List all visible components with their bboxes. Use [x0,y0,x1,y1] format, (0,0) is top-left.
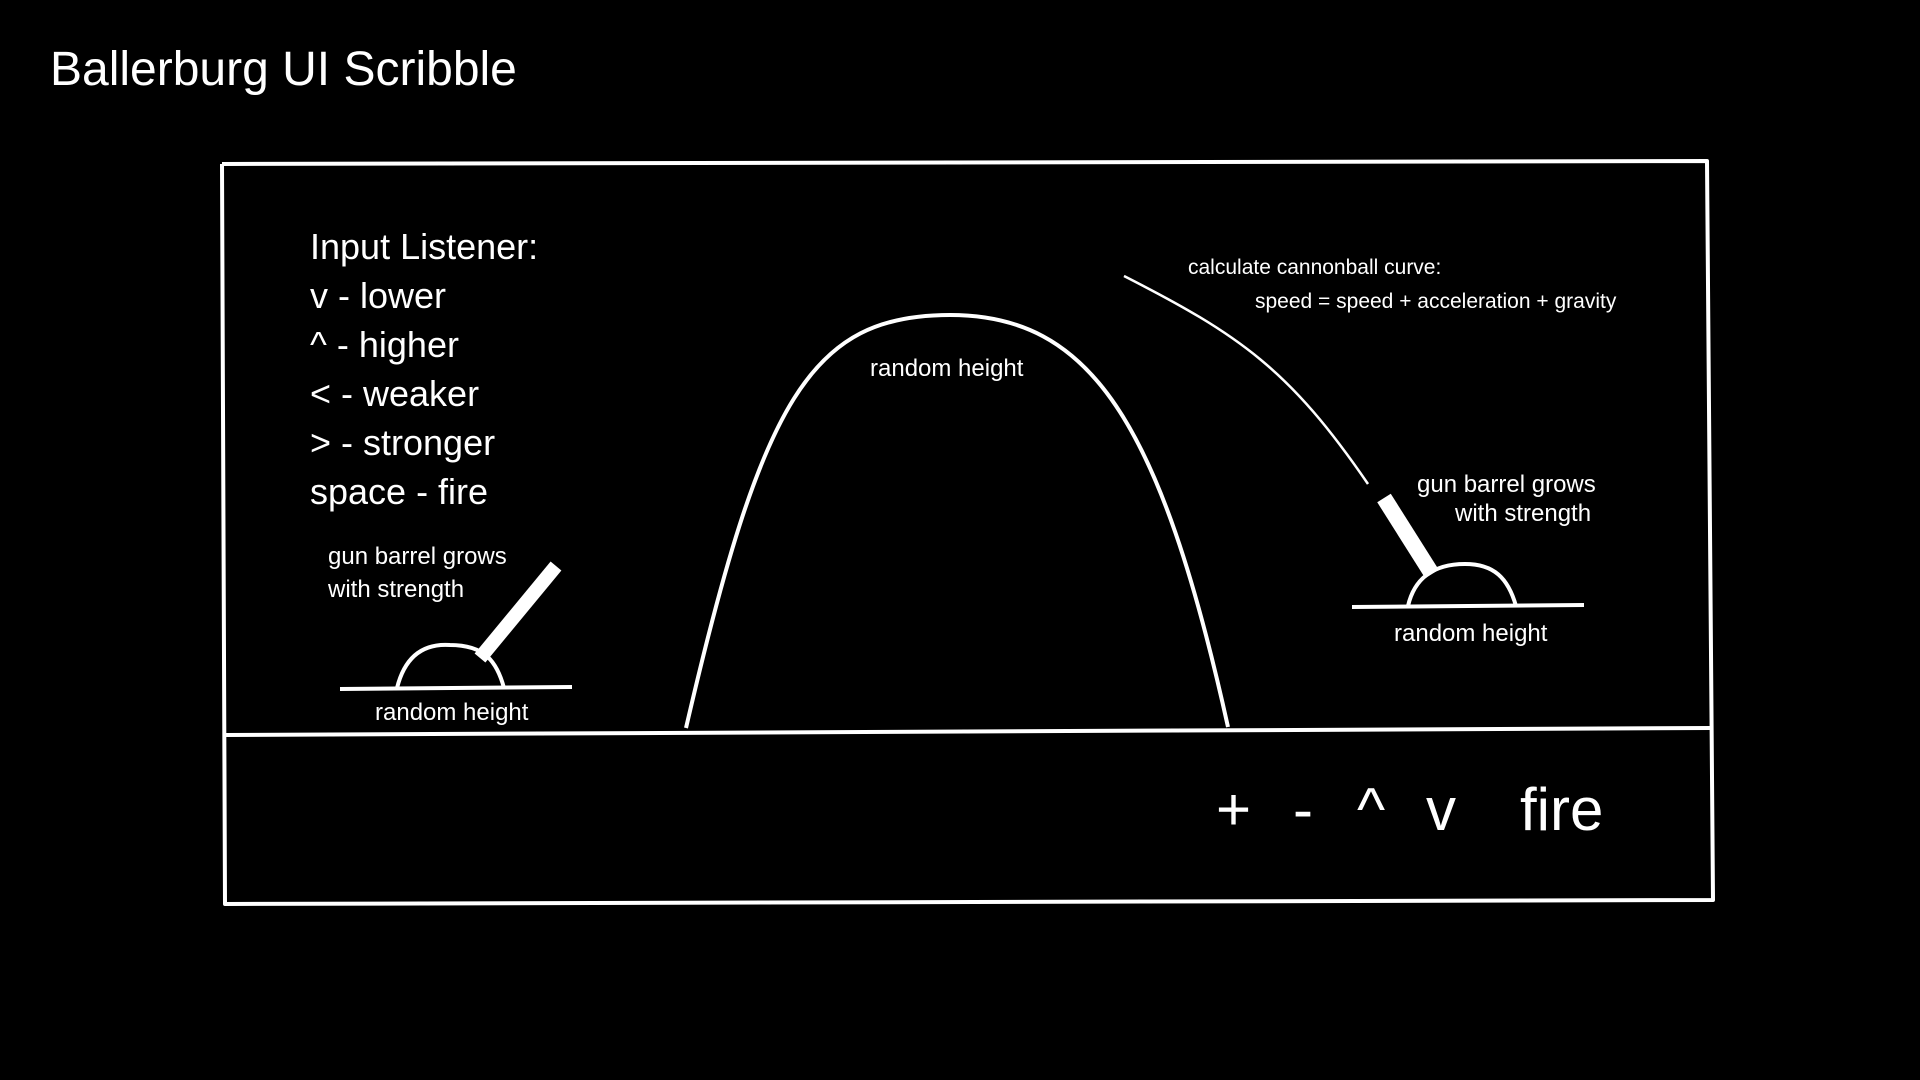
curve-note-formula: speed = speed + acceleration + gravity [1255,290,1617,313]
right-base-height-label: random height [1394,620,1548,647]
left-cannon-body [395,642,506,689]
input-listener-list: Input Listener: v - lower ^ - higher < -… [310,222,538,516]
right-gun-barrel [1377,493,1439,579]
game-frame [220,159,1715,906]
input-listener-item: space - fire [310,471,489,512]
left-base-height-label: random height [375,699,529,726]
right-barrel-note-line2: with strength [1455,500,1592,527]
input-listener-item: > - stronger [310,422,496,463]
input-listener-heading: Input Listener: [310,226,539,267]
left-barrel-note-line2: with strength [328,576,465,603]
cannonball-trajectory [1123,274,1370,485]
input-listener-item: ^ - higher [310,324,459,365]
left-cannon-ground [339,685,573,691]
curve-note-title: calculate cannonball curve: [1188,256,1442,279]
page-title: Ballerburg UI Scribble [50,43,517,96]
input-listener-item: < - weaker [310,373,480,414]
ground-line [225,726,1712,737]
aim-down-button[interactable]: v [1426,776,1456,843]
left-gun-barrel [474,561,562,663]
hill-height-label: random height [870,355,1024,382]
hill-curve [684,312,1230,729]
input-listener-item: v - lower [310,275,447,316]
aim-up-button[interactable]: ^ [1357,776,1386,843]
left-barrel-note-line1: gun barrel grows [328,543,507,570]
right-cannon-ground [1351,603,1585,609]
strength-up-button[interactable]: + [1216,776,1252,843]
strength-down-button[interactable]: - [1293,776,1313,843]
right-cannon-body [1406,561,1518,607]
fire-button[interactable]: fire [1520,776,1604,843]
right-barrel-note-line1: gun barrel grows [1417,471,1596,498]
